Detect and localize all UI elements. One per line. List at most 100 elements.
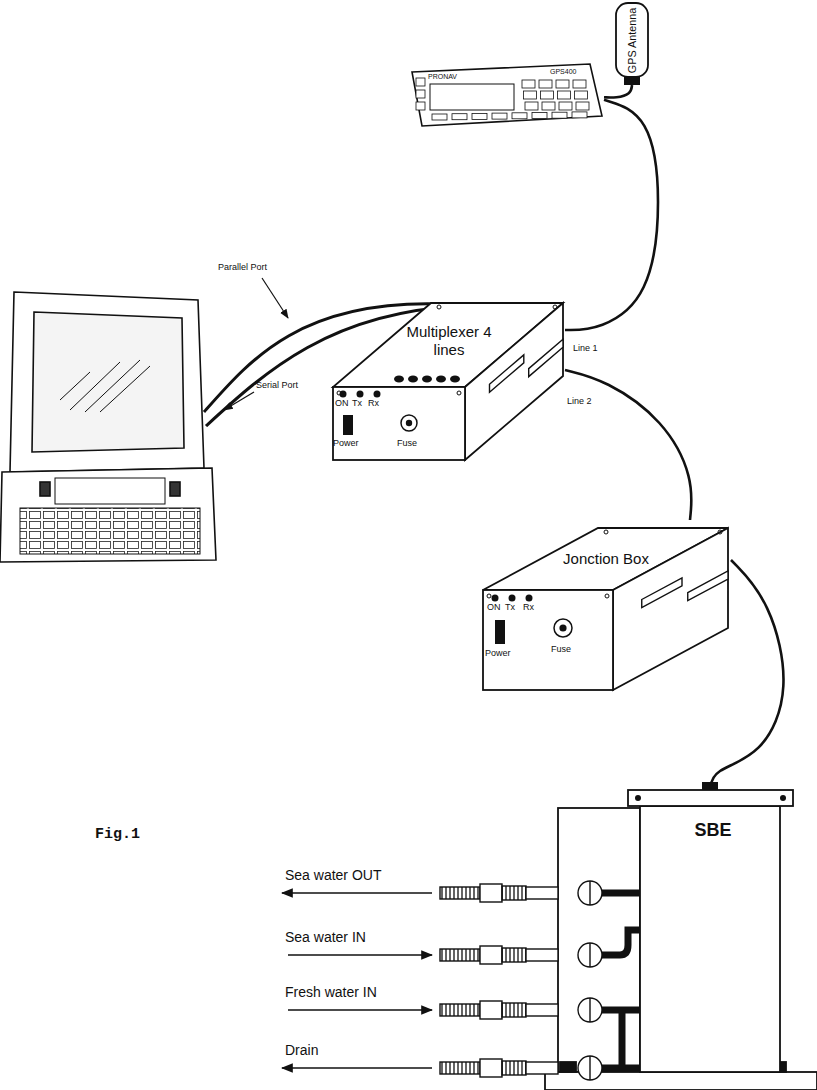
screw — [487, 594, 491, 598]
drawing-part — [224, 392, 254, 410]
receiver-key — [416, 78, 425, 86]
receiver-key — [542, 102, 555, 110]
fuse-holder — [554, 619, 572, 637]
led — [526, 595, 533, 602]
drawing-part — [526, 1062, 558, 1074]
drawing-part — [480, 884, 502, 902]
drawing-part — [20, 508, 200, 554]
panel-label: Rx — [368, 398, 384, 409]
receiver-key — [416, 90, 425, 98]
drawing-part — [440, 881, 602, 905]
drawing-part — [282, 892, 432, 894]
box-title: Multiplexer 4 lines — [393, 323, 505, 359]
drawing-part — [440, 949, 480, 961]
drawing-part — [578, 943, 602, 967]
panel-label: Power — [333, 438, 367, 449]
panel-label: ON — [335, 398, 351, 409]
drawing-part — [578, 1056, 602, 1080]
box-front — [333, 387, 465, 460]
receiver-key — [539, 80, 552, 88]
multiplexer-box: Multiplexer 4 linesONTxRxPowerFuse — [325, 295, 565, 467]
screw — [718, 530, 722, 534]
receiver-key — [452, 114, 467, 120]
panel-label: Power — [485, 648, 519, 659]
drawing-part — [288, 954, 432, 956]
drawing-part — [32, 312, 184, 452]
drawing-part — [502, 886, 526, 900]
bolt — [780, 795, 786, 801]
flow-arrows — [282, 893, 432, 1068]
drawing-part — [560, 1062, 576, 1072]
screw — [605, 594, 609, 598]
receiver-key — [524, 91, 537, 99]
drawing-part — [282, 1067, 432, 1069]
drawing-part — [100, 366, 150, 412]
receiver-key — [492, 113, 507, 119]
drawing-part — [502, 948, 526, 962]
gps-receiver: PRONAVGPS400 — [412, 64, 604, 128]
fuse-holder — [401, 415, 417, 431]
top-led — [422, 376, 432, 383]
cable — [565, 100, 658, 330]
port-label: Parallel Port — [218, 262, 267, 273]
drawing-part — [526, 1004, 558, 1016]
drawing-part — [0, 468, 216, 562]
sbe-sensor: SBE — [628, 790, 793, 1072]
box-title: Jonction Box — [545, 550, 667, 568]
top-led — [436, 376, 446, 383]
receiver-key — [522, 80, 535, 88]
receiver-key — [525, 102, 538, 110]
receiver-key — [512, 113, 527, 119]
receiver-key — [552, 112, 567, 118]
drawing-part — [619, 1010, 626, 1068]
drawing-part — [589, 943, 590, 967]
box-title: SBE — [668, 820, 758, 842]
junction-box: Jonction BoxONTxRxPowerFuse — [475, 520, 731, 696]
flow-label: Sea water IN — [285, 929, 366, 946]
drawing-part — [480, 946, 502, 964]
led — [374, 391, 381, 398]
screw — [437, 305, 441, 309]
sensor-cylinder — [640, 806, 780, 1072]
drawing-part — [40, 482, 50, 496]
drawing-part — [170, 482, 180, 496]
drawing-part — [440, 1004, 480, 1016]
drawing-part — [440, 998, 602, 1022]
led — [492, 595, 499, 602]
receiver-key — [556, 80, 569, 88]
hose-fittings — [440, 881, 602, 1080]
screw — [604, 530, 608, 534]
flow-label: Sea water OUT — [285, 867, 381, 884]
screw — [457, 391, 461, 395]
drawing-part — [440, 887, 480, 899]
drawing-part — [288, 1009, 432, 1011]
connector-slot — [642, 578, 682, 608]
fuse-cap — [406, 420, 412, 426]
receiver-screen — [430, 84, 514, 110]
line-label: Line 1 — [572, 343, 599, 354]
panel-label: Rx — [523, 602, 539, 613]
connector-slot — [529, 339, 563, 376]
receiver-key — [559, 102, 572, 110]
drawing-part — [589, 881, 590, 905]
cable — [565, 370, 691, 520]
panel-label: Tx — [505, 602, 521, 613]
node-outline — [325, 295, 565, 467]
led — [357, 391, 364, 398]
laptop — [0, 292, 216, 562]
drawing-part — [440, 1056, 602, 1080]
flow-label: Drain — [285, 1042, 318, 1059]
antenna-base — [624, 77, 640, 85]
receiver-key — [472, 113, 487, 119]
drawing-part — [600, 930, 640, 955]
box-front — [483, 590, 613, 690]
receiver-key — [416, 102, 425, 110]
top-led — [394, 376, 404, 383]
flow-label: Fresh water IN — [285, 984, 377, 1001]
line-label: Line 2 — [566, 396, 593, 407]
drawing-part — [10, 292, 204, 472]
drawing-part — [480, 1059, 502, 1077]
cable — [604, 85, 632, 98]
drawing-part — [480, 1001, 502, 1019]
receiver-key — [432, 114, 447, 120]
